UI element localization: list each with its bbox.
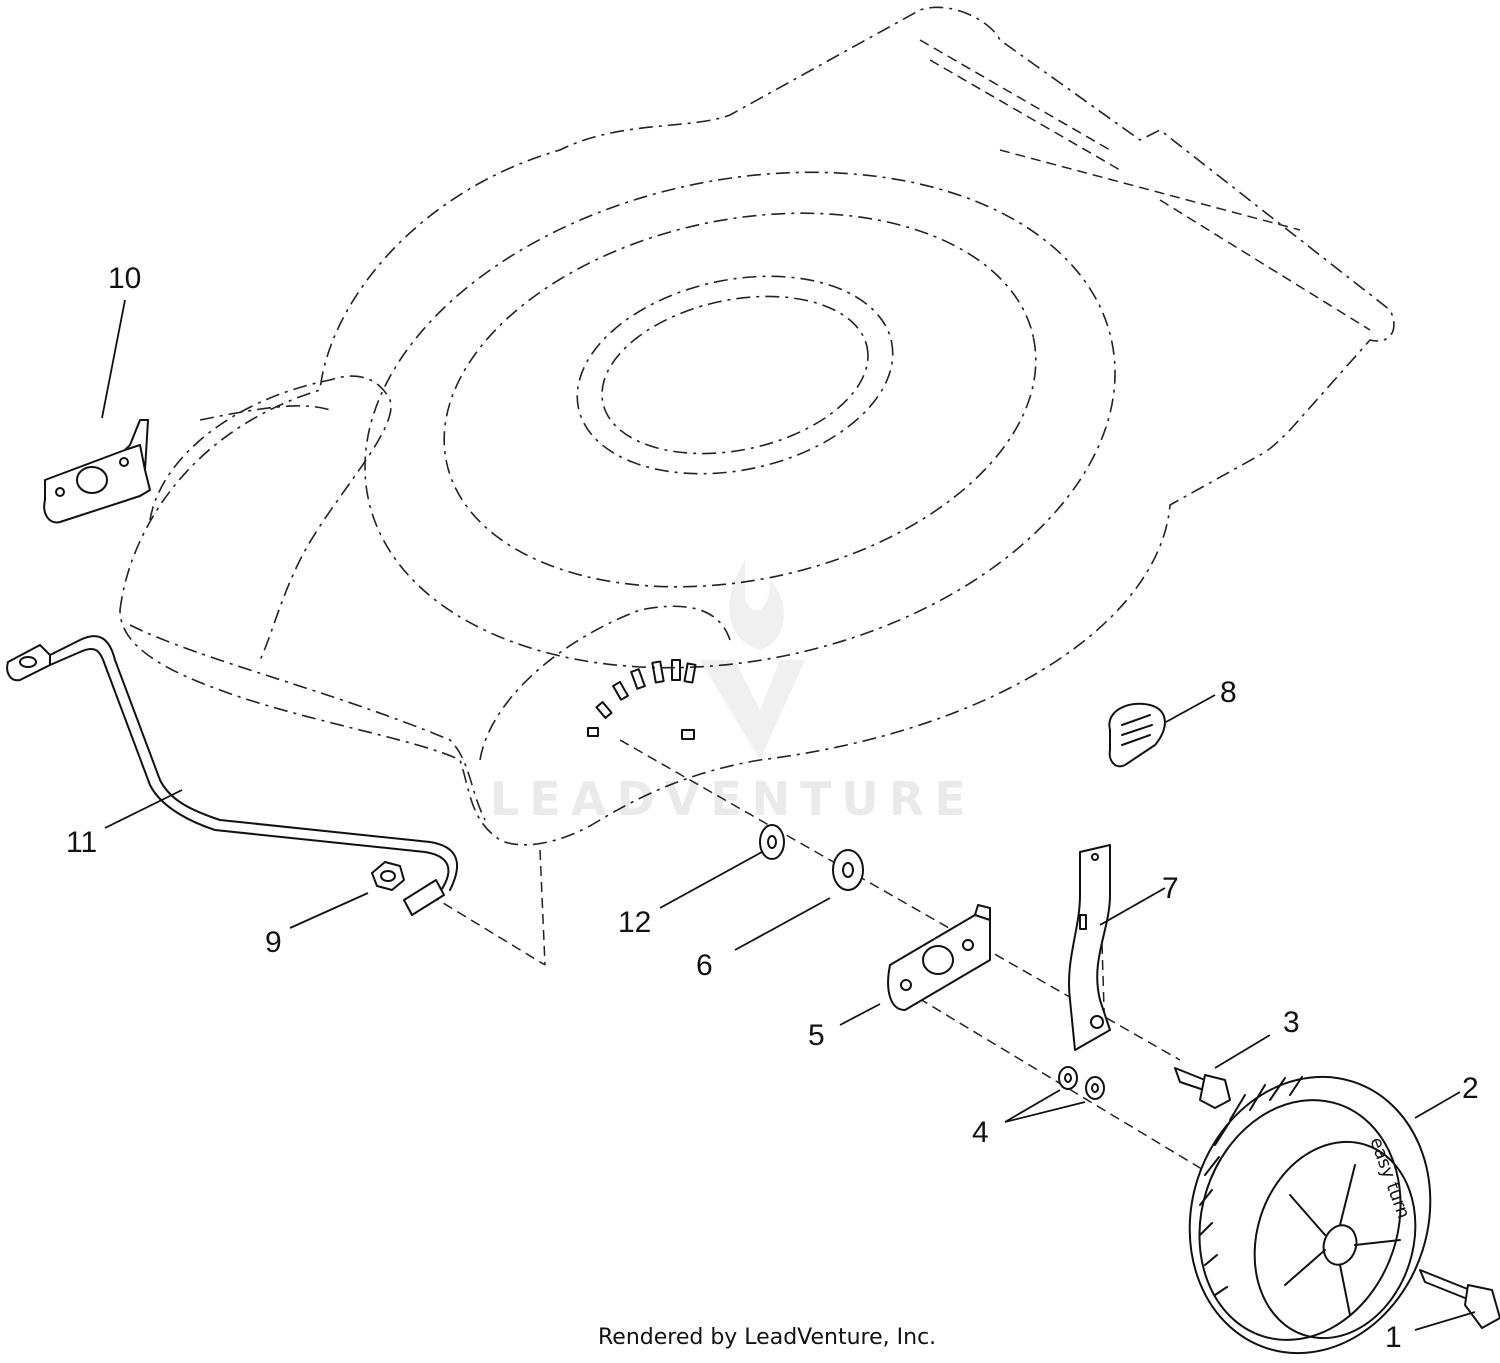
callout-5: 5 [808,1019,825,1052]
callouts: 10 11 9 12 6 5 7 8 3 4 2 1 [66,262,1479,1354]
part-4-washers [1058,1066,1105,1100]
callout-12: 12 [618,906,651,939]
part-8-knob [1108,702,1166,768]
part-12-spacer [759,824,785,860]
callout-6: 6 [696,949,713,982]
callout-7: 7 [1162,872,1179,905]
render-credit: Rendered by LeadVenture, Inc. [598,1325,937,1350]
callout-11: 11 [66,826,97,859]
mower-deck-outline [119,6,1395,966]
callout-10: 10 [108,262,141,295]
leader-lines [101,299,1476,1331]
part-6-washer [832,849,864,891]
part-3-bolt [1174,1067,1231,1109]
callout-2: 2 [1462,1072,1479,1105]
part-7-lever [1068,844,1111,1051]
part-10-bracket [43,419,151,524]
part-11-axle-rod [6,635,459,893]
callout-8: 8 [1220,676,1237,709]
callout-3: 3 [1283,1006,1300,1039]
callout-9: 9 [265,926,282,959]
watermark-text: LEADVENTURE [490,772,976,826]
part-5-bracket [887,904,991,1011]
part-1-bolt [1419,1269,1500,1329]
callout-1: 1 [1385,1321,1402,1354]
leadventure-watermark: LEADVENTURE [490,560,976,826]
part-2-wheel: easy turn [1188,1075,1432,1355]
part-9-nut [371,861,445,916]
tread-pattern [1199,1076,1303,1296]
callout-4: 4 [972,1116,989,1149]
height-adjust-slots [587,659,697,740]
